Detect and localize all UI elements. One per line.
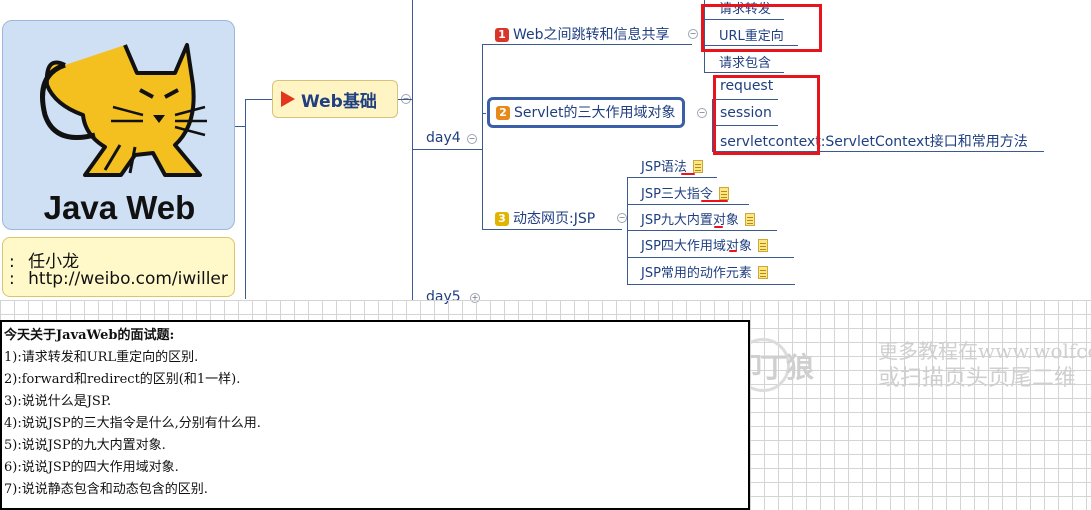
question-item: 7):说说静态包含和动态包含的区别. xyxy=(4,482,208,497)
note-icon[interactable] xyxy=(757,266,768,279)
connector xyxy=(482,229,622,230)
branch1-collapse-icon[interactable]: − xyxy=(688,29,698,39)
connector xyxy=(412,0,413,300)
question-item: 6):说说JSP的四大作用域对象. xyxy=(4,460,179,475)
interview-questions-panel: 今天关于JavaWeb的面试题: 1):请求转发和URL重定向的区别. 2):f… xyxy=(0,320,750,510)
note-icon[interactable] xyxy=(744,213,755,226)
highlight-box xyxy=(701,4,822,52)
mind-map-canvas: Java Web : 任小龙 : http://weibo.com/iwille… xyxy=(2,0,1044,305)
leaf-request[interactable]: request xyxy=(720,78,774,94)
topic-web-basics-label: Web基础 xyxy=(301,91,377,112)
question-item: 4):说说JSP的三大指令是什么,分别有什么用. xyxy=(4,416,261,431)
leaf-jsp-actions[interactable]: JSP常用的动作元素 xyxy=(641,262,768,281)
note-icon[interactable] xyxy=(757,239,768,252)
central-title: Java Web xyxy=(43,189,196,226)
leaf-session[interactable]: session xyxy=(720,105,772,121)
branch2-collapse-icon[interactable]: − xyxy=(697,108,707,118)
day4-collapse-icon[interactable]: − xyxy=(467,134,477,144)
annotation-mark xyxy=(681,173,695,175)
watermark-line2: 或扫描页头页尾二维 xyxy=(878,366,1077,391)
connector xyxy=(627,204,749,205)
connector xyxy=(704,19,784,20)
number-3-icon: 3 xyxy=(495,212,509,226)
connector xyxy=(245,99,246,299)
connector xyxy=(704,45,798,46)
connector xyxy=(712,151,1044,152)
leaf-jsp-scopes[interactable]: JSP四大作用域对象 xyxy=(641,235,768,254)
leaf-request-include[interactable]: 请求包含 xyxy=(719,56,772,71)
connector xyxy=(412,149,482,150)
weibo-line: : http://weibo.com/iwiller xyxy=(9,269,228,289)
number-2-icon: 2 xyxy=(496,106,510,120)
connector xyxy=(398,99,412,100)
note-icon[interactable] xyxy=(718,187,729,200)
connector xyxy=(245,99,272,100)
annotation-mark xyxy=(714,226,723,228)
question-item: 5):说说JSP的九大内置对象. xyxy=(4,438,166,453)
weibo-url: http://weibo.com/iwiller xyxy=(28,269,228,289)
watermark-line1: 更多教程在www.wolfco xyxy=(878,339,1091,363)
connector xyxy=(627,257,794,258)
connector xyxy=(627,177,717,178)
connector xyxy=(712,125,778,126)
question-item: 3):说说什么是JSP. xyxy=(4,394,112,409)
highlight-box xyxy=(713,75,820,155)
central-topic[interactable]: Java Web xyxy=(2,20,235,230)
question-item: 2):forward和redirect的区别(和1一样). xyxy=(4,372,241,387)
number-1-icon: 1 xyxy=(495,28,509,42)
connector xyxy=(712,99,778,100)
connector xyxy=(482,44,692,45)
author-line: : 任小龙 xyxy=(9,252,80,272)
leaf-servletcontext[interactable]: servletcontext:ServletContext接口和常用方法 xyxy=(720,134,1028,150)
connector xyxy=(704,72,784,73)
flag-icon xyxy=(281,91,295,107)
leaf-url-redirect[interactable]: URL重定向 xyxy=(719,29,784,44)
connector xyxy=(235,126,245,127)
branch3-collapse-icon[interactable]: − xyxy=(617,213,627,223)
day4-node[interactable]: day4 xyxy=(426,130,461,146)
leaf-jsp-implicit-objects[interactable]: JSP九大内置对象 xyxy=(641,209,755,228)
sheet-grid xyxy=(0,300,750,320)
connector xyxy=(627,230,777,231)
question-item: 1):请求转发和URL重定向的区别. xyxy=(4,350,199,365)
connector xyxy=(482,44,483,229)
annotation-mark xyxy=(701,200,728,202)
leaf-jsp-directives[interactable]: JSP三大指令 xyxy=(641,183,729,202)
note-icon[interactable] xyxy=(692,160,703,173)
questions-title: 今天关于JavaWeb的面试题: xyxy=(4,328,175,343)
leaf-jsp-syntax[interactable]: JSP语法 xyxy=(641,156,703,175)
author-name: 任小龙 xyxy=(28,252,80,272)
topic-web-basics[interactable]: Web基础 xyxy=(272,80,398,118)
connector xyxy=(627,284,795,285)
connector xyxy=(704,0,705,72)
sheet-grid xyxy=(750,300,1091,510)
tomcat-logo-icon xyxy=(40,43,207,177)
author-note: : 任小龙 : http://weibo.com/iwiller xyxy=(2,237,235,297)
connector xyxy=(482,113,486,114)
annotation-mark xyxy=(729,250,737,252)
